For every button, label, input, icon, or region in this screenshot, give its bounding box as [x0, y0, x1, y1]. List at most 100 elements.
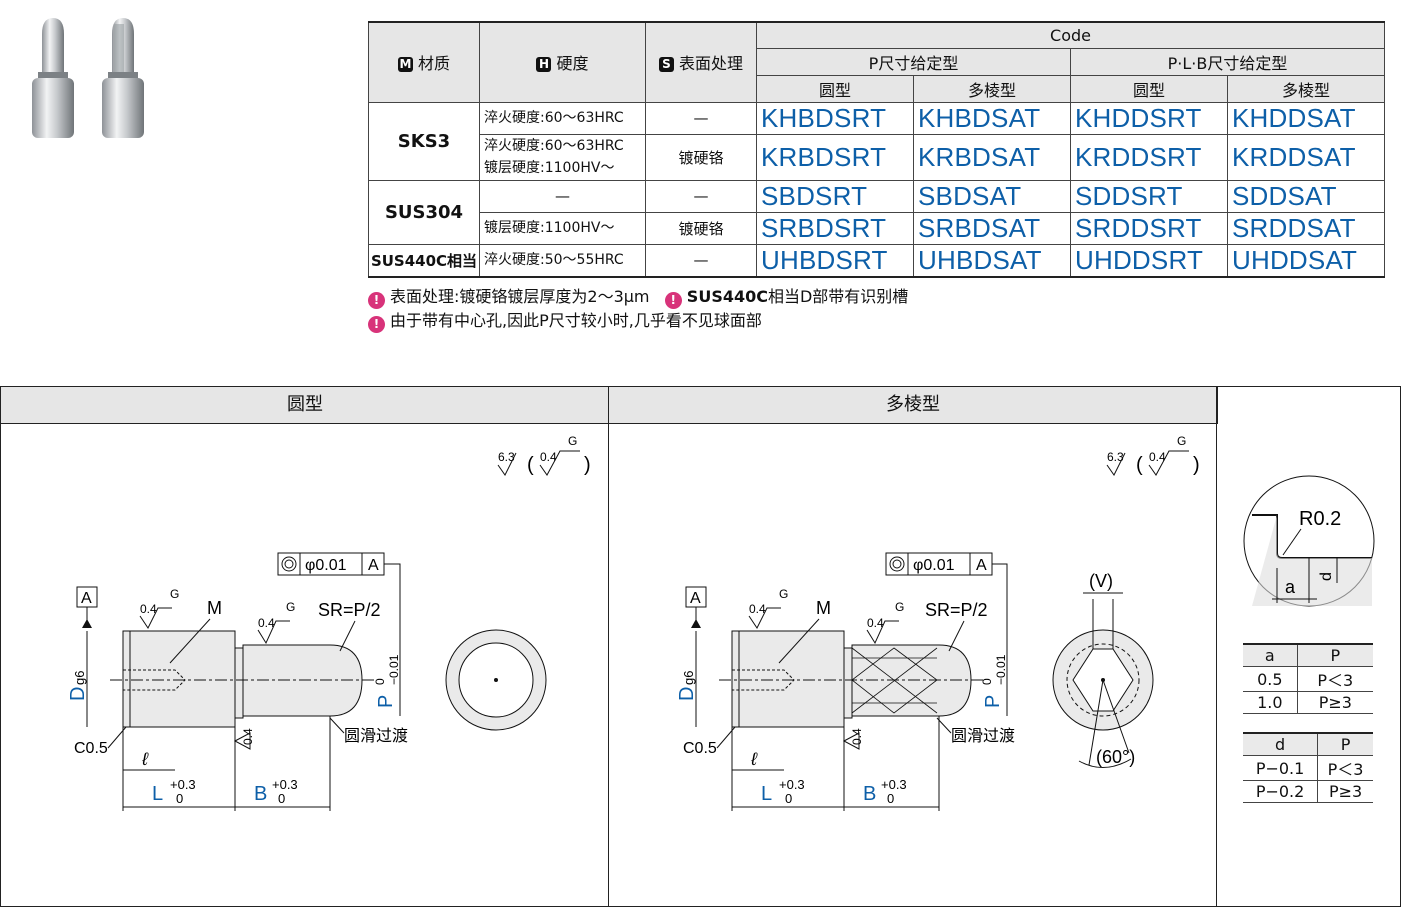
- svg-text:g6: g6: [72, 671, 87, 685]
- hardness-cell: 镀层硬度:1100HV～: [479, 211, 646, 245]
- code-link[interactable]: KHDDSAT: [1227, 101, 1385, 135]
- code-link[interactable]: KRBDSAT: [913, 133, 1071, 181]
- svg-text:M: M: [207, 598, 222, 618]
- hardness-cell: —: [479, 179, 646, 213]
- svg-text:−0.01: −0.01: [994, 654, 1008, 685]
- code-link[interactable]: KHBDSAT: [913, 101, 1071, 135]
- svg-text:0: 0: [980, 678, 994, 685]
- svg-text:g6: g6: [681, 671, 696, 685]
- panel-divider: [608, 422, 609, 906]
- svg-text:A: A: [81, 590, 92, 607]
- round-subheader-2: 圆型: [1070, 74, 1228, 103]
- code-link[interactable]: UHDDSRT: [1070, 243, 1228, 277]
- svg-text:6.3: 6.3: [1107, 450, 1124, 464]
- svg-text:0: 0: [176, 791, 183, 806]
- svg-text:SR=P/2: SR=P/2: [925, 600, 988, 620]
- material-badge-icon: M: [397, 57, 413, 73]
- code-link[interactable]: KRDDSAT: [1227, 133, 1385, 181]
- svg-text:C0.5: C0.5: [74, 740, 108, 757]
- svg-text:R0.2: R0.2: [1299, 508, 1341, 530]
- code-link[interactable]: SRDDSRT: [1070, 211, 1228, 245]
- code-link[interactable]: SDDSRT: [1070, 179, 1228, 213]
- svg-text:D: D: [676, 687, 698, 701]
- round-panel-title: 圆型: [0, 386, 610, 424]
- poly-drawing: 6.3 ( 0.4 G ) φ0.01 A A M 0.4 G 0.4 G SR…: [676, 434, 1200, 811]
- svg-text:d: d: [1318, 572, 1335, 581]
- svg-text:G: G: [1177, 434, 1186, 448]
- svg-text:0.4: 0.4: [850, 728, 864, 745]
- code-link[interactable]: UHBDSRT: [756, 243, 914, 277]
- code-link[interactable]: SRBDSAT: [913, 211, 1071, 245]
- code-link[interactable]: KRBDSRT: [756, 133, 914, 181]
- svg-text:A: A: [976, 557, 987, 574]
- svg-text:0: 0: [373, 678, 387, 685]
- svg-text:L: L: [761, 783, 772, 805]
- svg-text:圆滑过渡: 圆滑过渡: [951, 727, 1015, 745]
- code-link[interactable]: SDDSAT: [1227, 179, 1385, 213]
- svg-text:G: G: [170, 587, 179, 601]
- note-text: 表面处理:镀硬铬镀层厚度为2～3μm: [390, 287, 650, 306]
- surface-cell: —: [645, 101, 757, 135]
- svg-text:0.4: 0.4: [540, 450, 557, 464]
- svg-text:P: P: [982, 695, 1004, 708]
- round-subheader: 圆型: [756, 74, 914, 103]
- hardness-cell: 淬火硬度:50～55HRC: [479, 243, 646, 277]
- svg-text:0: 0: [887, 791, 894, 806]
- code-link[interactable]: KRDDSRT: [1070, 133, 1228, 181]
- product-photo-round: [32, 18, 74, 138]
- svg-text:+0.3: +0.3: [881, 777, 907, 792]
- svg-text:A: A: [690, 590, 701, 607]
- warning-icon: !: [368, 316, 385, 333]
- round-drawing: 6.3 ( 0.4 G ) φ0.01 A A M 0.4 G 0.4 G SR…: [67, 434, 591, 811]
- svg-text:D: D: [67, 687, 89, 701]
- poly-subheader-2: 多棱型: [1227, 74, 1385, 103]
- svg-text:): ): [1193, 454, 1200, 476]
- svg-text:+0.3: +0.3: [170, 777, 196, 792]
- surface-cell: 镀硬铬: [645, 133, 757, 181]
- svg-text:(: (: [527, 454, 534, 476]
- warning-icon: !: [368, 292, 385, 309]
- svg-text:G: G: [286, 600, 295, 614]
- hardness-cell: 淬火硬度:60～63HRC: [479, 101, 646, 135]
- svg-text:B: B: [254, 783, 267, 805]
- svg-text:ℓ: ℓ: [141, 749, 149, 769]
- surface-cell: —: [645, 243, 757, 277]
- svg-text:0.4: 0.4: [140, 602, 157, 616]
- code-link[interactable]: SRBDSRT: [756, 211, 914, 245]
- code-link[interactable]: UHDDSAT: [1227, 243, 1385, 277]
- code-link[interactable]: KHBDSRT: [756, 101, 914, 135]
- note-text: 相当D部带有识别槽: [767, 287, 909, 306]
- material-cell: SUS304: [368, 179, 480, 245]
- code-link[interactable]: SRDDSAT: [1227, 211, 1385, 245]
- surface-cell: —: [645, 179, 757, 213]
- svg-text:0: 0: [278, 791, 285, 806]
- note-bold: SUS440C: [686, 287, 768, 306]
- svg-text:A: A: [368, 557, 379, 574]
- svg-text:6.3: 6.3: [498, 450, 515, 464]
- svg-text:圆滑过渡: 圆滑过渡: [344, 727, 408, 745]
- p-type-header: P尺寸给定型: [756, 47, 1071, 76]
- code-link[interactable]: SBDSAT: [913, 179, 1071, 213]
- svg-text:−0.01: −0.01: [387, 654, 401, 685]
- detail-drawing: R0.2 a d: [1243, 475, 1375, 607]
- code-link[interactable]: SBDSRT: [756, 179, 914, 213]
- svg-text:ℓ: ℓ: [750, 749, 758, 769]
- surface-cell: 镀硬铬: [645, 211, 757, 245]
- note-text: 由于带有中心孔,因此P尺寸较小时,几乎看不见球面部: [390, 311, 762, 330]
- surface-badge-icon: S: [658, 57, 674, 73]
- code-link[interactable]: UHBDSAT: [913, 243, 1071, 277]
- svg-text:C0.5: C0.5: [683, 740, 717, 757]
- svg-text:(60°): (60°): [1096, 747, 1135, 767]
- code-link[interactable]: KHDDSRT: [1070, 101, 1228, 135]
- svg-text:0.4: 0.4: [867, 616, 884, 630]
- svg-text:M: M: [816, 598, 831, 618]
- svg-text:P: P: [375, 695, 397, 708]
- svg-text:G: G: [568, 434, 577, 448]
- svg-text:0.4: 0.4: [258, 616, 275, 630]
- svg-text:φ0.01: φ0.01: [913, 557, 955, 574]
